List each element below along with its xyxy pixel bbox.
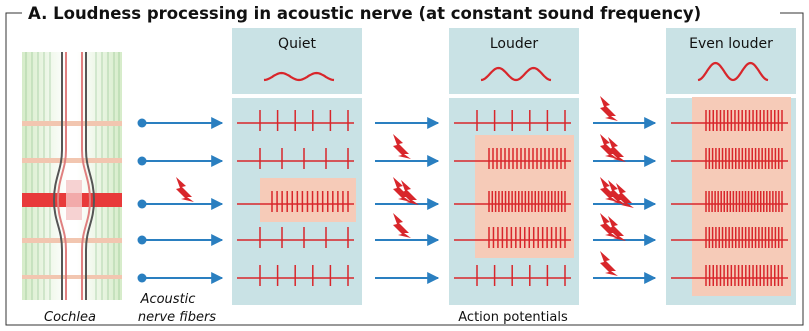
cochlea-illustration [22, 52, 122, 300]
stimulus-lightning-icon [608, 216, 626, 241]
panel-label: Quiet [278, 36, 316, 52]
panel-header [666, 28, 796, 94]
panel-2: Louder [449, 28, 579, 305]
frame-border [5, 12, 804, 326]
cochlea-label: Cochlea [44, 310, 96, 325]
stimulus-lightning-icon [393, 134, 411, 159]
panel-1: Quiet [232, 28, 362, 305]
sound-wave [697, 61, 769, 82]
fibers-label-line2: nerve fibers [138, 310, 216, 325]
panel-label: Even louder [689, 36, 773, 52]
panel-header [232, 28, 362, 94]
panel-header [449, 28, 579, 94]
stimulus-lightning-icon [600, 251, 618, 276]
stimulus-lightning-icon [393, 213, 411, 238]
figure-title: A. Loudness processing in acoustic nerve… [28, 4, 701, 23]
stimulus-lightning-icon [608, 137, 626, 162]
sound-wave [263, 71, 335, 82]
panel-3: Even louder [666, 28, 796, 305]
stimulus-lightning-icon [401, 180, 419, 205]
action-potentials-label: Action potentials [458, 310, 568, 325]
stimulus-lightning-icon [600, 96, 618, 121]
sound-wave [480, 66, 552, 82]
stimulus-lightning-icon [176, 177, 194, 202]
panel-label: Louder [490, 36, 538, 52]
fibers-label-line1: Acoustic [140, 292, 196, 307]
stimulus-lightning-icon [616, 183, 634, 208]
